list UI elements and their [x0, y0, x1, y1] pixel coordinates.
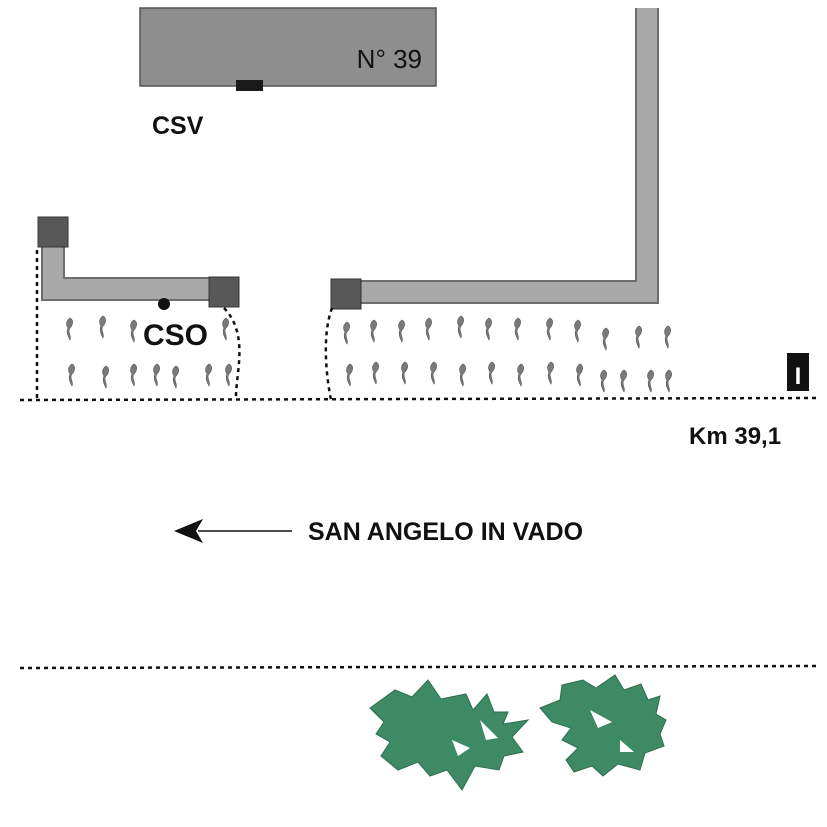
left-post-right: [208, 276, 240, 308]
arrow-left-icon: [174, 519, 292, 543]
km-label: Km 39,1: [689, 423, 781, 450]
gate-right-boundary: [324, 307, 334, 401]
left-post-top: [37, 216, 69, 248]
road-edge-top: [19, 396, 819, 402]
tree-icon: [539, 674, 667, 777]
right-post: [330, 278, 362, 310]
building-block: [139, 7, 437, 87]
dotted-boundaries: [19, 250, 819, 670]
cso-label: CSO: [143, 319, 208, 352]
milestone-label: I: [795, 363, 802, 390]
milestone-icon: I: [787, 353, 809, 391]
right-fence: [330, 8, 659, 310]
road-edge-bottom: [19, 664, 819, 670]
tree-icon: [369, 679, 530, 791]
csv-label: CSV: [152, 112, 204, 140]
building-number-label: N° 39: [357, 44, 422, 74]
right-wall: [346, 8, 657, 302]
left-fence: [37, 216, 240, 308]
cso-dot: [158, 298, 170, 310]
direction-label: SAN ANGELO IN VADO: [308, 518, 583, 546]
building-door: [236, 80, 263, 91]
left-wall: [43, 232, 225, 299]
gate-left-boundary: [223, 307, 241, 401]
building: N° 39: [139, 7, 437, 91]
